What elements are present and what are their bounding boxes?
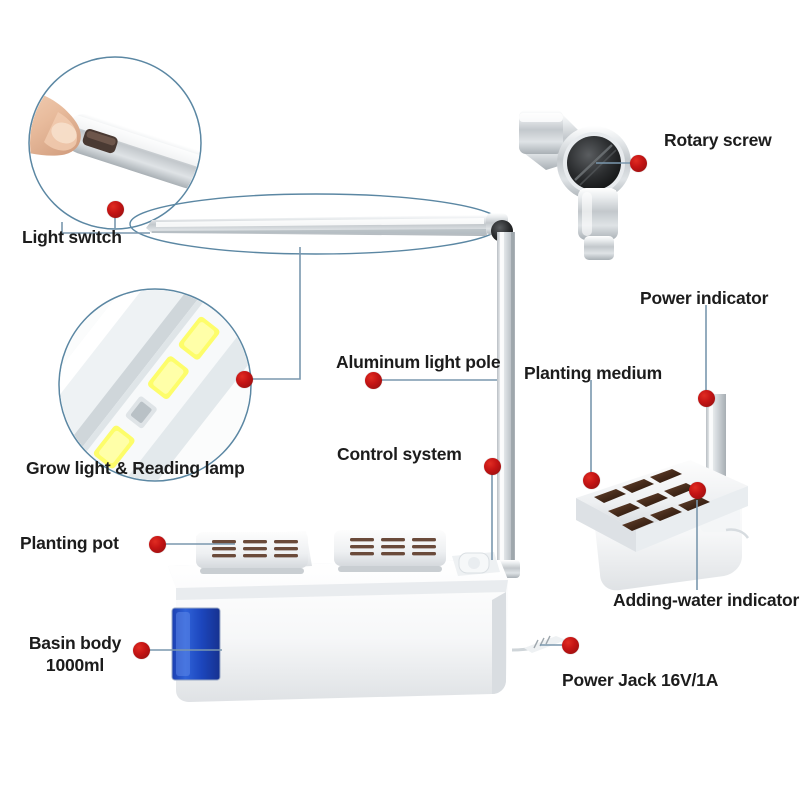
basin-body xyxy=(168,530,566,702)
aluminum-pole xyxy=(494,232,520,578)
label-basin-body: Basin body 1000ml xyxy=(20,633,130,677)
basin-body-line-1: Basin body xyxy=(28,633,122,653)
callout-dot-planting-medium[interactable] xyxy=(583,472,600,489)
callout-dot-light-switch[interactable] xyxy=(107,201,124,218)
callout-dot-power-jack[interactable] xyxy=(562,637,579,654)
callout-dot-aluminum-pole[interactable] xyxy=(365,372,382,389)
callout-dot-grow-light[interactable] xyxy=(236,371,253,388)
basin-body-line-2: 1000ml xyxy=(45,654,105,675)
label-planting-pot: Planting pot xyxy=(20,533,119,553)
callout-dot-basin-body[interactable] xyxy=(133,642,150,659)
lamp-bar-assembly xyxy=(129,193,513,255)
label-control-system: Control system xyxy=(337,444,462,464)
label-grow-light-reading-lamp: Grow light & Reading lamp xyxy=(26,458,245,478)
led-photo-inset xyxy=(58,288,252,482)
rotary-joint-photo xyxy=(519,110,631,260)
pot-tray-right xyxy=(334,530,446,572)
callout-dot-rotary-screw[interactable] xyxy=(630,155,647,172)
callout-dot-planting-pot[interactable] xyxy=(149,536,166,553)
pot-tray-left xyxy=(196,531,312,574)
callout-dot-control-system[interactable] xyxy=(484,458,501,475)
label-power-indicator: Power indicator xyxy=(640,288,769,308)
label-power-jack: Power Jack 16V/1A xyxy=(562,670,719,690)
label-aluminum-light-pole: Aluminum light pole xyxy=(336,352,501,372)
tray-photo-inset xyxy=(576,394,750,591)
label-light-switch: Light switch xyxy=(22,227,122,247)
switch-photo-inset xyxy=(28,56,202,230)
label-adding-water-indicator: Adding-water indicator xyxy=(613,590,800,610)
label-planting-medium: Planting medium xyxy=(524,363,662,383)
callout-dot-power-indicator[interactable] xyxy=(698,390,715,407)
callout-dot-adding-water[interactable] xyxy=(689,482,706,499)
label-rotary-screw: Rotary screw xyxy=(664,130,772,150)
